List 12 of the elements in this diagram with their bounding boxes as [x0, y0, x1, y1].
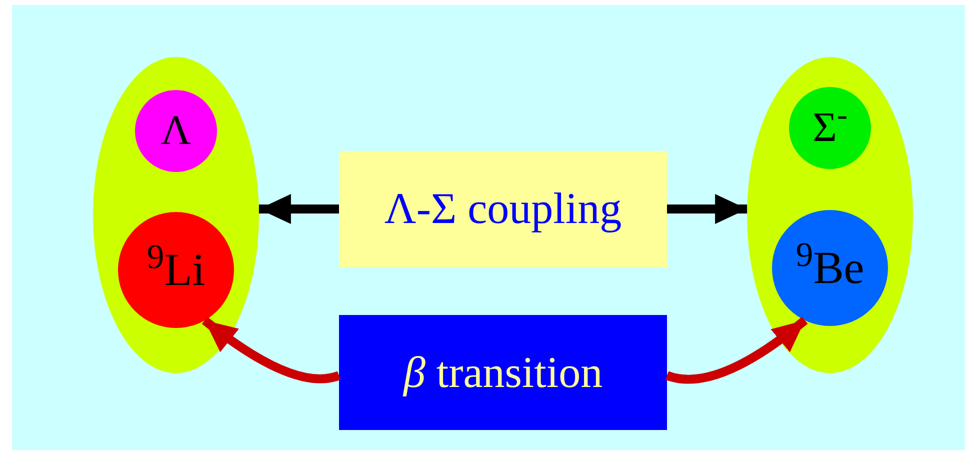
arrow: [666, 316, 808, 384]
node-label: Σ$^{-}$: [812, 107, 848, 149]
node-label: $^{9}$Li: [146, 247, 206, 293]
arrow: [202, 316, 340, 384]
arrow: [258, 194, 339, 224]
process-box: [339, 151, 667, 267]
node-label: Λ-Σ coupling: [384, 187, 622, 231]
node-label: $^{9}$Be: [796, 245, 864, 291]
node-label: β transition: [403, 350, 603, 394]
node-label: Λ: [160, 110, 192, 152]
process-box: [339, 315, 667, 430]
arrow: [667, 194, 748, 224]
